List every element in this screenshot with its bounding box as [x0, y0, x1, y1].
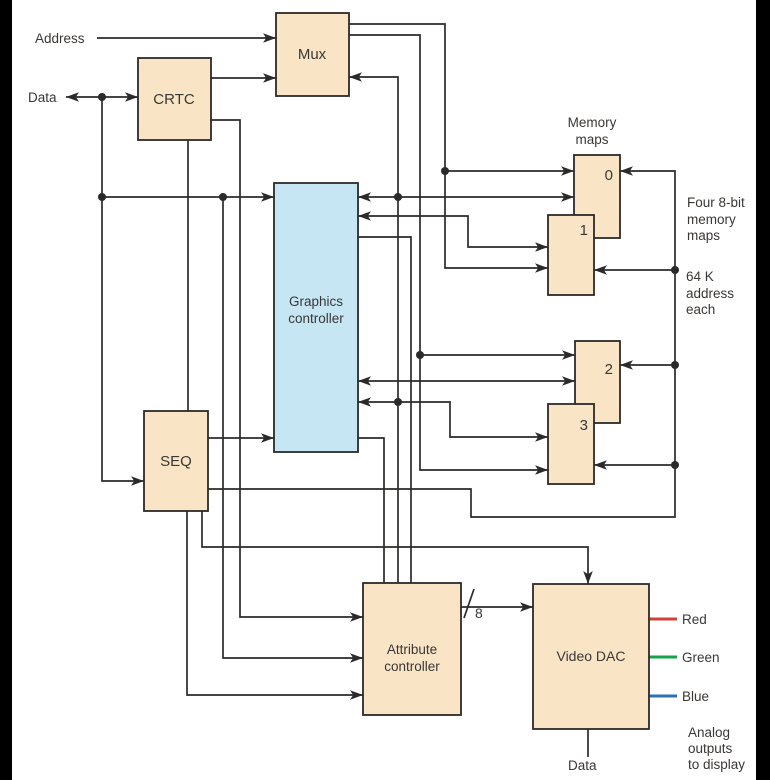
wire-crtc-to-attr — [211, 119, 363, 618]
arrowhead-data-bidir — [66, 92, 79, 102]
label-four-8bit-maps: memory — [687, 212, 736, 227]
junction-dot — [98, 93, 106, 101]
label-blue: Blue — [682, 689, 709, 704]
box-label-graphics-controller: Graphics — [289, 294, 343, 309]
label-red: Red — [682, 612, 707, 627]
arrowhead-gc-map0-data — [358, 192, 371, 202]
junction-dot — [671, 266, 679, 274]
wire-branch-to-mux-in — [349, 76, 399, 197]
arrowhead-gc-map0-data — [561, 192, 574, 202]
arrowhead-crtc-to-mux — [263, 73, 276, 83]
arrowhead-seq-to-videodac — [583, 571, 593, 584]
wire-gc-map1-data — [358, 215, 548, 248]
wire-data-branch-to-seq — [101, 97, 144, 482]
box-label-mux: Mux — [298, 46, 327, 63]
box-seq — [143, 410, 209, 512]
wire-mux-out2-to-map3 — [349, 34, 548, 471]
box-attribute-controller — [362, 582, 462, 716]
arrowhead-data-branch-to-attr — [350, 653, 363, 663]
junction-dot — [394, 398, 402, 406]
arrowhead-bus-to-map1-right — [594, 265, 607, 275]
label-64k-address: each — [686, 302, 715, 317]
label-data-bottom: Data — [568, 758, 597, 773]
arrowhead-address-to-mux — [263, 33, 276, 43]
left-black-bar — [0, 0, 12, 780]
label-memory-maps: Memory — [568, 115, 617, 130]
arrowhead-mux-out2-to-map2 — [562, 350, 575, 360]
wire-gc-out-to-attr-mid — [358, 236, 412, 583]
wire-seq-to-attr — [186, 511, 363, 696]
wire-gc-map3-data — [358, 401, 548, 438]
junction-dot — [394, 193, 402, 201]
box-memory-map-1 — [547, 214, 595, 296]
arrowhead-bus-to-map2-right — [620, 360, 633, 370]
arrowhead-gc-map1-data — [535, 242, 548, 252]
wire-bus-width-slash — [463, 588, 475, 619]
junction-dot — [441, 167, 449, 175]
arrowhead-seq-to-attr — [350, 690, 363, 700]
arrowhead-gc-map2-data — [562, 376, 575, 386]
junction-dot — [219, 193, 227, 201]
box-mux — [275, 12, 350, 97]
box-memory-map-3 — [547, 403, 595, 485]
arrowhead-data-to-gc — [261, 192, 274, 202]
arrowhead-attr-to-videodac — [520, 602, 533, 612]
arrowhead-mux-out2-to-map3 — [535, 465, 548, 475]
box-label-memory-map-0: 0 — [605, 167, 613, 184]
label-four-8bit-maps: Four 8-bit — [687, 195, 745, 210]
box-label-attribute-controller: controller — [384, 659, 440, 674]
box-label-memory-map-2: 2 — [605, 361, 613, 378]
wire-mux-out1-to-map1 — [349, 23, 548, 269]
label-analog-outputs: Analog — [688, 725, 730, 740]
arrowhead-mux-out1-to-map1 — [535, 263, 548, 273]
wire-gc-out-to-attr-left — [358, 437, 385, 583]
label-four-8bit-maps: maps — [687, 228, 720, 243]
arrowhead-seq-to-gc — [261, 433, 274, 443]
label-analog-outputs: outputs — [688, 741, 733, 756]
label-data-left: Data — [28, 90, 57, 105]
box-graphics-controller — [273, 182, 359, 453]
wire-seq-address-bus — [208, 170, 676, 518]
arrowhead-branch-to-mux-in — [349, 72, 362, 82]
label-analog-outputs: to display — [688, 757, 745, 772]
arrowhead-gc-map3-data — [358, 397, 371, 407]
junction-dot — [416, 351, 424, 359]
box-label-seq: SEQ — [160, 453, 192, 470]
junction-dot — [98, 193, 106, 201]
box-label-memory-map-3: 3 — [580, 417, 588, 434]
box-label-video-dac: Video DAC — [556, 648, 625, 664]
box-video-dac — [532, 583, 650, 730]
label-bus-width-8: 8 — [475, 605, 483, 621]
box-label-memory-map-1: 1 — [580, 222, 588, 239]
arrowhead-gc-map3-data — [535, 432, 548, 442]
label-64k-address: 64 K — [686, 269, 714, 284]
label-64k-address: address — [686, 286, 734, 301]
arrowhead-data-branch-to-seq — [131, 476, 144, 486]
box-memory-map-0 — [573, 154, 621, 239]
junction-dot — [671, 461, 679, 469]
arrowhead-gc-map1-data — [358, 211, 371, 221]
box-label-crtc: CRTC — [153, 91, 195, 108]
arrowhead-bus-to-map3-right — [594, 460, 607, 470]
arrowhead-gc-map2-data — [358, 376, 371, 386]
box-label-attribute-controller: Attribute — [387, 642, 437, 657]
label-green: Green — [682, 650, 720, 665]
box-crtc — [137, 57, 212, 141]
arrowhead-mux-out1-to-map0 — [561, 166, 574, 176]
junction-dot — [671, 361, 679, 369]
arrowhead-seq-address-bus — [620, 166, 633, 176]
box-label-graphics-controller: controller — [288, 311, 344, 326]
label-memory-maps: maps — [575, 132, 608, 147]
arrowhead-data-bidir — [125, 92, 138, 102]
wire-seq-to-videodac — [201, 511, 589, 584]
wire-data-branch-to-attr — [222, 197, 363, 659]
arrowhead-crtc-to-attr — [350, 612, 363, 622]
label-address: Address — [35, 31, 85, 46]
right-black-bar — [756, 0, 770, 780]
